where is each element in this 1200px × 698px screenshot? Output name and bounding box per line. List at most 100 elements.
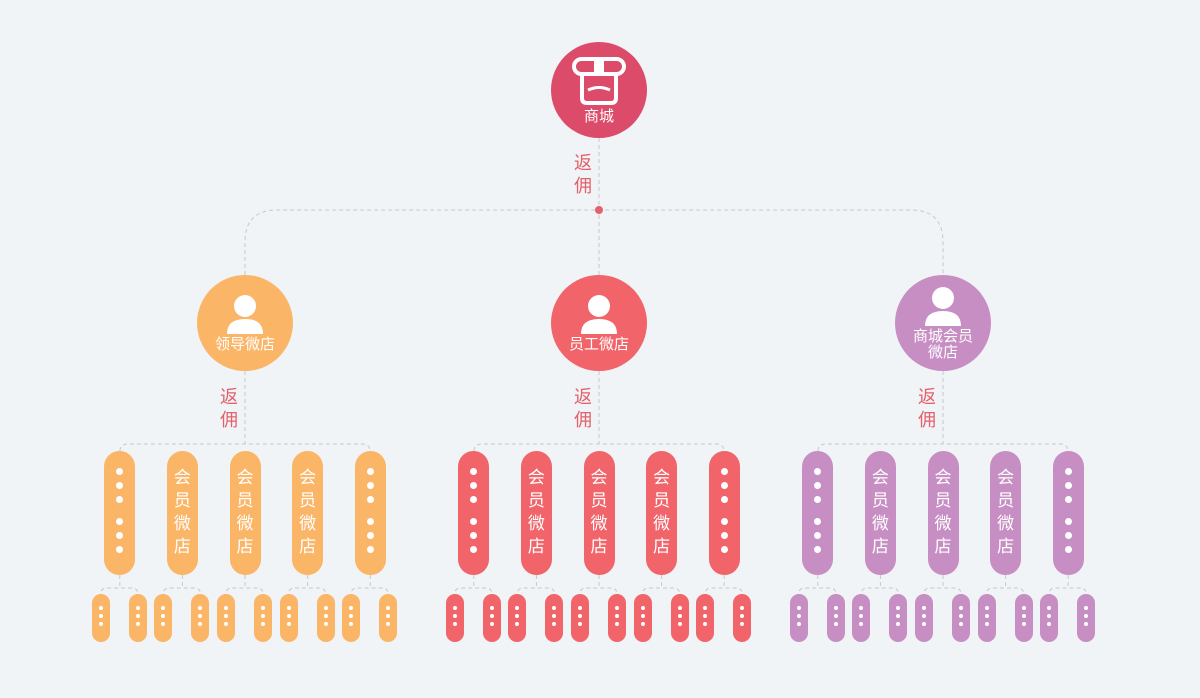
rebate-char: 佣 bbox=[220, 410, 238, 431]
ellipsis-dot bbox=[1064, 532, 1072, 539]
member-shop-char: 店 bbox=[236, 537, 254, 557]
ellipsis-dot bbox=[470, 546, 478, 553]
branch-label-line: 微店 bbox=[927, 343, 958, 361]
ellipsis-dot bbox=[677, 614, 682, 618]
member-shop-char: 会 bbox=[653, 468, 671, 488]
grandchild-pill bbox=[379, 594, 398, 642]
ellipsis-dot bbox=[135, 614, 140, 618]
ellipsis-dot bbox=[224, 614, 228, 618]
mini-bus-line bbox=[860, 587, 899, 598]
mini-bus-line bbox=[162, 587, 201, 598]
member-shop-char: 员 bbox=[997, 491, 1015, 511]
mini-bus-line bbox=[986, 587, 1025, 598]
ellipsis-dot bbox=[959, 614, 963, 618]
child-pill-member-shop: 会员微店 bbox=[990, 451, 1022, 575]
ellipsis-dot bbox=[720, 518, 728, 525]
member-shop-char: 店 bbox=[173, 537, 191, 557]
ellipsis-dot bbox=[814, 518, 822, 525]
ellipsis-dot bbox=[703, 606, 708, 610]
ellipsis-dot bbox=[366, 468, 374, 475]
child-bus-line-leader bbox=[119, 443, 371, 458]
child-pill-collapsed bbox=[354, 451, 386, 575]
ellipsis-dot bbox=[578, 614, 582, 618]
member-shop-char: 微 bbox=[299, 514, 317, 534]
ellipsis-dot bbox=[814, 532, 822, 539]
grandchild-pill bbox=[670, 594, 689, 642]
ellipsis-dot bbox=[349, 614, 354, 618]
grandchild-pill bbox=[571, 594, 589, 642]
ellipsis-dot bbox=[98, 606, 103, 610]
ellipsis-dot bbox=[135, 622, 140, 626]
rebate-char: 返 bbox=[574, 387, 592, 408]
ellipsis-dot bbox=[161, 614, 166, 618]
member-shop-char: 微 bbox=[236, 514, 254, 534]
ellipsis-dot bbox=[984, 614, 989, 618]
child-pill-collapsed bbox=[1052, 451, 1084, 575]
ellipsis-dot bbox=[896, 622, 901, 626]
ellipsis-dot bbox=[452, 606, 457, 610]
ellipsis-dot bbox=[720, 496, 728, 503]
grandchild-pill bbox=[826, 594, 845, 642]
member-shop-char: 员 bbox=[871, 491, 889, 511]
ellipsis-dot bbox=[224, 606, 228, 610]
ellipsis-dot bbox=[470, 482, 478, 489]
member-shop-char: 店 bbox=[590, 537, 608, 557]
ellipsis-dot bbox=[489, 606, 494, 610]
ellipsis-dot bbox=[261, 606, 265, 610]
ellipsis-dot bbox=[703, 614, 708, 618]
child-pill-member-shop: 会员微店 bbox=[520, 451, 552, 575]
member-shop-char: 会 bbox=[871, 468, 889, 488]
branch-label-line: 商城会员 bbox=[912, 327, 973, 345]
grandchild-pill bbox=[217, 594, 235, 642]
ellipsis-dot bbox=[261, 622, 265, 626]
grandchild-pill bbox=[279, 594, 298, 642]
ellipsis-dot bbox=[814, 496, 822, 503]
ellipsis-dot bbox=[366, 496, 374, 503]
ellipsis-dot bbox=[552, 622, 557, 626]
branch-node-member: 商城会员微店 bbox=[895, 275, 991, 371]
rebate-char: 返 bbox=[220, 387, 238, 408]
ellipsis-dot bbox=[833, 606, 838, 610]
rebate-label-leader: 返佣 bbox=[217, 386, 241, 432]
grandchild-pill bbox=[1040, 594, 1059, 642]
ellipsis-dot bbox=[677, 606, 682, 610]
ellipsis-dot bbox=[1084, 614, 1089, 618]
member-shop-char: 会 bbox=[590, 468, 608, 488]
ellipsis-dot bbox=[1047, 606, 1052, 610]
ellipsis-dot bbox=[922, 622, 926, 626]
branch-label: 领导微店 bbox=[215, 336, 275, 352]
child-pill-member-shop: 会员微店 bbox=[292, 451, 324, 575]
ellipsis-dot bbox=[720, 482, 728, 489]
ellipsis-dot bbox=[286, 614, 291, 618]
ellipsis-dot bbox=[116, 468, 124, 475]
ellipsis-dot bbox=[116, 546, 124, 553]
ellipsis-dot bbox=[135, 606, 140, 610]
ellipsis-dot bbox=[366, 518, 374, 525]
mini-bus-line bbox=[923, 587, 962, 598]
ellipsis-dot bbox=[161, 606, 166, 610]
ellipsis-dot bbox=[116, 532, 124, 539]
ellipsis-dot bbox=[470, 468, 478, 475]
rebate-char: 返 bbox=[918, 387, 936, 408]
branch-node-leader: 领导微店 bbox=[197, 275, 293, 371]
ellipsis-dot bbox=[984, 622, 989, 626]
root-label: 商城 bbox=[583, 107, 614, 125]
ellipsis-dot bbox=[833, 614, 838, 618]
ellipsis-dot bbox=[515, 606, 520, 610]
ellipsis-dot bbox=[286, 622, 291, 626]
rebate-char: 返 bbox=[574, 153, 592, 174]
ellipsis-dot bbox=[720, 546, 728, 553]
ellipsis-dot bbox=[615, 622, 619, 626]
member-shop-char: 微 bbox=[997, 514, 1015, 534]
ellipsis-dot bbox=[796, 614, 801, 618]
ellipsis-dot bbox=[796, 606, 801, 610]
grandchild-pill bbox=[889, 594, 908, 642]
ellipsis-dot bbox=[470, 532, 478, 539]
ellipsis-dot bbox=[959, 622, 963, 626]
ellipsis-dot bbox=[578, 622, 582, 626]
junction-dot bbox=[595, 206, 603, 214]
grandchild-pill bbox=[445, 594, 464, 642]
ellipsis-dot bbox=[1064, 496, 1072, 503]
